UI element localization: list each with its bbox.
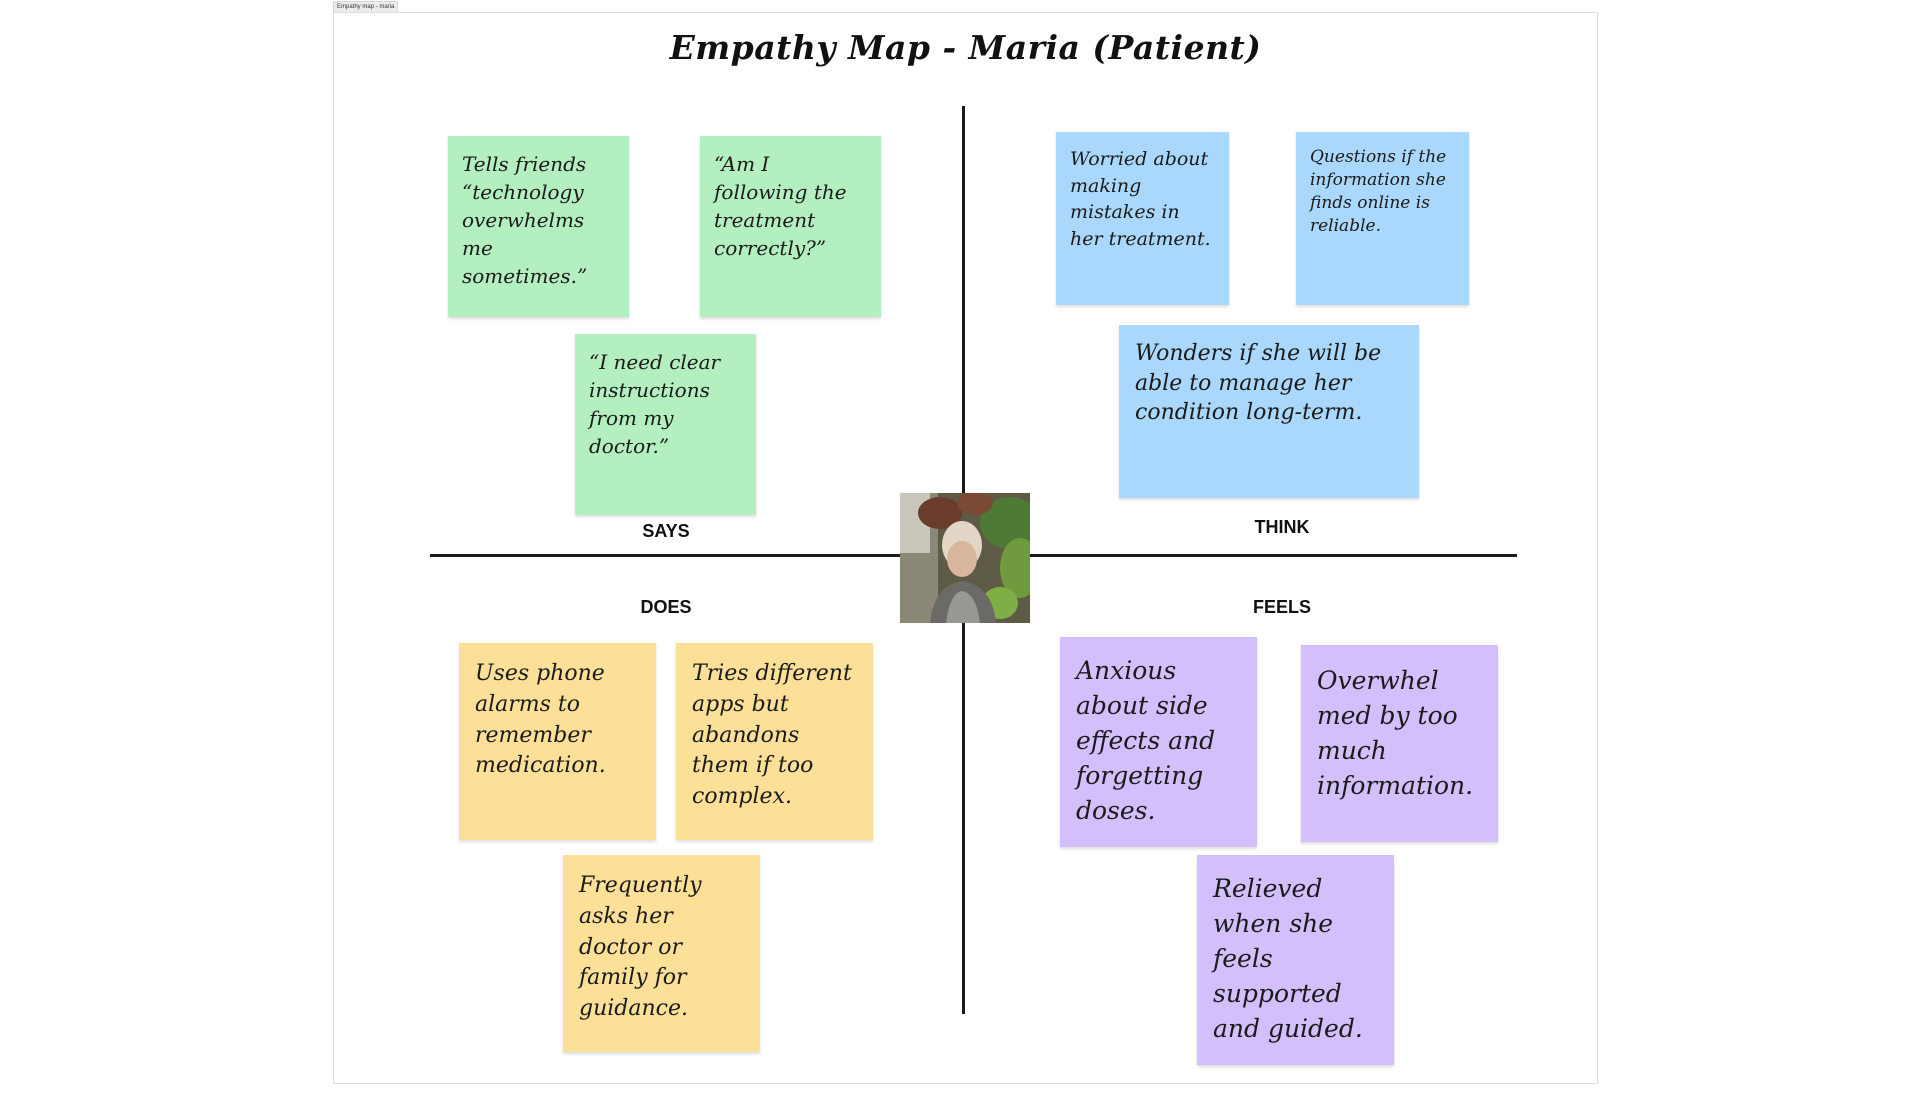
think-note[interactable]: Questions if the information she finds o… bbox=[1296, 132, 1469, 305]
says-note[interactable]: “Am I following the treatment correctly?… bbox=[700, 136, 881, 317]
vertical-axis-lower[interactable] bbox=[962, 623, 965, 1014]
horizontal-axis-right[interactable] bbox=[1030, 554, 1517, 557]
does-note[interactable]: Uses phone alarms to remember medication… bbox=[459, 643, 656, 840]
board-title[interactable]: Empathy Map - Maria (Patient) bbox=[669, 28, 1262, 67]
does-note[interactable]: Tries different apps but abandons them i… bbox=[676, 643, 873, 840]
says-note[interactable]: “I need clear instructions from my docto… bbox=[575, 334, 756, 515]
does-note[interactable]: Frequently asks her doctor or family for… bbox=[563, 855, 760, 1052]
think-note[interactable]: Worried about making mistakes in her tre… bbox=[1056, 132, 1229, 305]
patient-photo-icon bbox=[900, 493, 1030, 623]
think-note[interactable]: Wonders if she will be able to manage he… bbox=[1119, 325, 1419, 498]
feels-label[interactable]: FEELS bbox=[1252, 597, 1311, 617]
feels-note[interactable]: Overwhel med by too much information. bbox=[1301, 645, 1498, 842]
horizontal-axis-left[interactable] bbox=[430, 554, 900, 557]
feels-note[interactable]: Relieved when she feels supported and gu… bbox=[1197, 855, 1394, 1065]
vertical-axis[interactable] bbox=[962, 106, 965, 496]
think-label[interactable]: THINK bbox=[1254, 517, 1310, 537]
says-note[interactable]: Tells friends “technology overwhelms me … bbox=[448, 136, 629, 317]
patient-avatar[interactable] bbox=[900, 493, 1030, 623]
says-label[interactable]: SAYS bbox=[642, 521, 690, 541]
does-label[interactable]: DOES bbox=[640, 597, 692, 617]
feels-note[interactable]: Anxious about side effects and forgettin… bbox=[1060, 637, 1257, 847]
